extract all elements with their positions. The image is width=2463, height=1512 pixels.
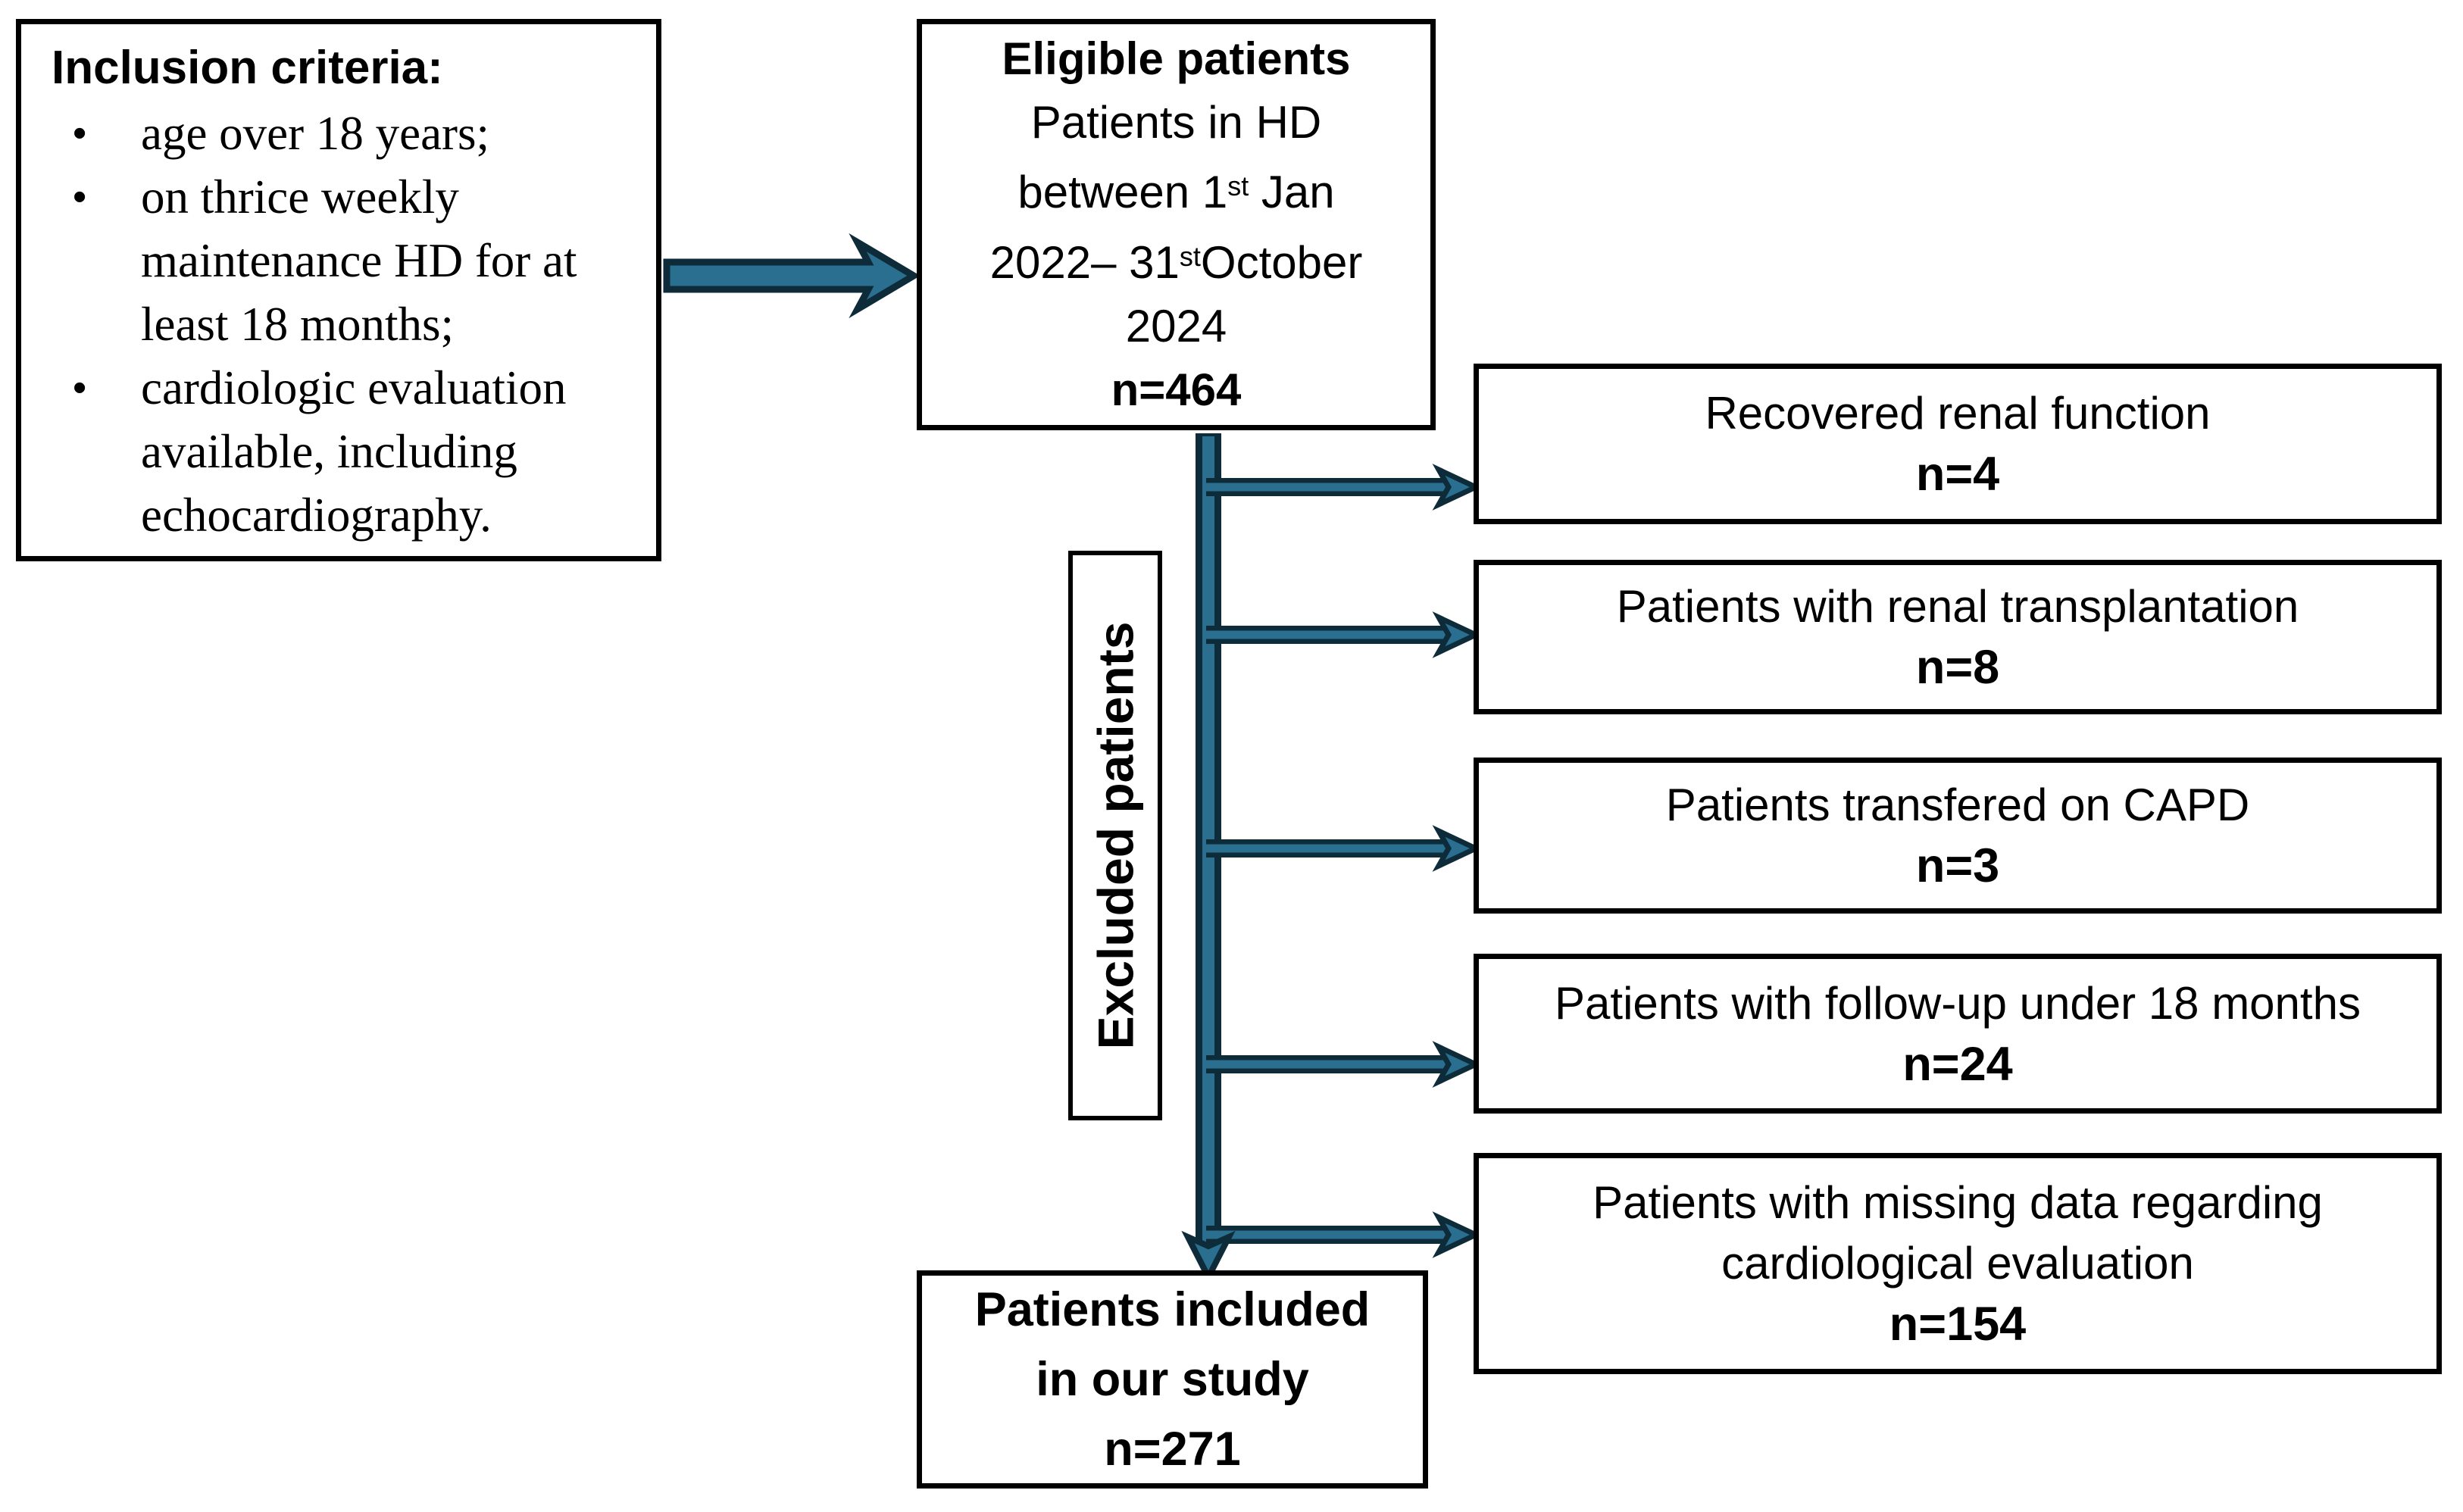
inclusion-to-eligible-arrow bbox=[663, 233, 920, 319]
exclusion-box-renal-transplantation: Patients with renal transplantation n=8 bbox=[1474, 560, 2442, 714]
eligible-patients-box: Eligible patients Patients in HD between… bbox=[917, 19, 1436, 430]
inclusion-item-cardiologic: • cardiologic evaluation available, incl… bbox=[52, 356, 638, 547]
inclusion-item-text: cardiologic evaluation available, includ… bbox=[141, 361, 567, 542]
bullet-icon: • bbox=[73, 111, 87, 155]
excluded-patients-label: Excluded patients bbox=[1087, 621, 1143, 1050]
exclusion-label: Patients with missing data regarding bbox=[1593, 1177, 2323, 1228]
eligible-year: 2024 bbox=[1125, 300, 1227, 351]
excluded-patients-label-box: Excluded patients bbox=[1068, 551, 1162, 1120]
bullet-icon: • bbox=[73, 175, 87, 219]
bullet-icon: • bbox=[73, 366, 87, 410]
branch-arrowhead-1 bbox=[1432, 464, 1483, 511]
exclusion-box-capd-transfer: Patients transfered on CAPD n=3 bbox=[1474, 758, 2442, 914]
exclusion-box-recovered-renal-function: Recovered renal function n=4 bbox=[1474, 364, 2442, 524]
exclusion-label: Patients with follow-up under 18 months bbox=[1555, 977, 2361, 1029]
eligible-date-line-2: 2022– 31stOctober bbox=[989, 236, 1363, 288]
eligible-title: Eligible patients bbox=[1002, 33, 1351, 85]
inclusion-item-hd-duration: • on thrice weekly maintenance HD for at… bbox=[52, 165, 638, 356]
inclusion-item-text: on thrice weekly maintenance HD for at l… bbox=[141, 170, 577, 351]
exclusion-box-short-followup: Patients with follow-up under 18 months … bbox=[1474, 954, 2442, 1114]
exclusion-label-line2: cardiological evaluation bbox=[1721, 1238, 2194, 1289]
exclusion-count: n=3 bbox=[1915, 839, 2000, 892]
exclusion-count: n=8 bbox=[1915, 641, 2000, 694]
exclusion-box-missing-cardiology-data: Patients with missing data regarding car… bbox=[1474, 1153, 2442, 1374]
eligible-count: n=464 bbox=[1111, 364, 1242, 415]
exclusion-count: n=154 bbox=[1889, 1298, 2027, 1351]
included-patients-box: Patients included in our study n=271 bbox=[917, 1270, 1428, 1489]
branch-arrowhead-4 bbox=[1432, 1041, 1483, 1088]
included-line-1: Patients included bbox=[974, 1283, 1371, 1336]
exclusion-count: n=24 bbox=[1902, 1037, 2013, 1091]
inclusion-heading: Inclusion criteria: bbox=[52, 42, 443, 94]
inclusion-item-text: age over 18 years; bbox=[141, 107, 490, 160]
included-line-2: in our study bbox=[1036, 1353, 1309, 1406]
trunk-down-arrowhead bbox=[1181, 1230, 1236, 1284]
branch-arrowhead-2 bbox=[1432, 611, 1483, 658]
eligible-line-hd: Patients in HD bbox=[1030, 97, 1322, 148]
inclusion-criteria-box: Inclusion criteria: • age over 18 years;… bbox=[16, 19, 661, 561]
branch-arrowhead-5 bbox=[1432, 1211, 1483, 1258]
exclusion-count: n=4 bbox=[1915, 448, 2000, 501]
included-count: n=271 bbox=[1104, 1423, 1241, 1476]
eligible-date-line-1: between 1st Jan bbox=[1017, 167, 1335, 218]
exclusion-label: Recovered renal function bbox=[1705, 388, 2211, 439]
branch-arrowhead-3 bbox=[1432, 825, 1483, 872]
exclusion-label: Patients transfered on CAPD bbox=[1665, 779, 2250, 830]
exclusion-label: Patients with renal transplantation bbox=[1616, 581, 2299, 632]
inclusion-item-age: • age over 18 years; bbox=[52, 102, 638, 165]
